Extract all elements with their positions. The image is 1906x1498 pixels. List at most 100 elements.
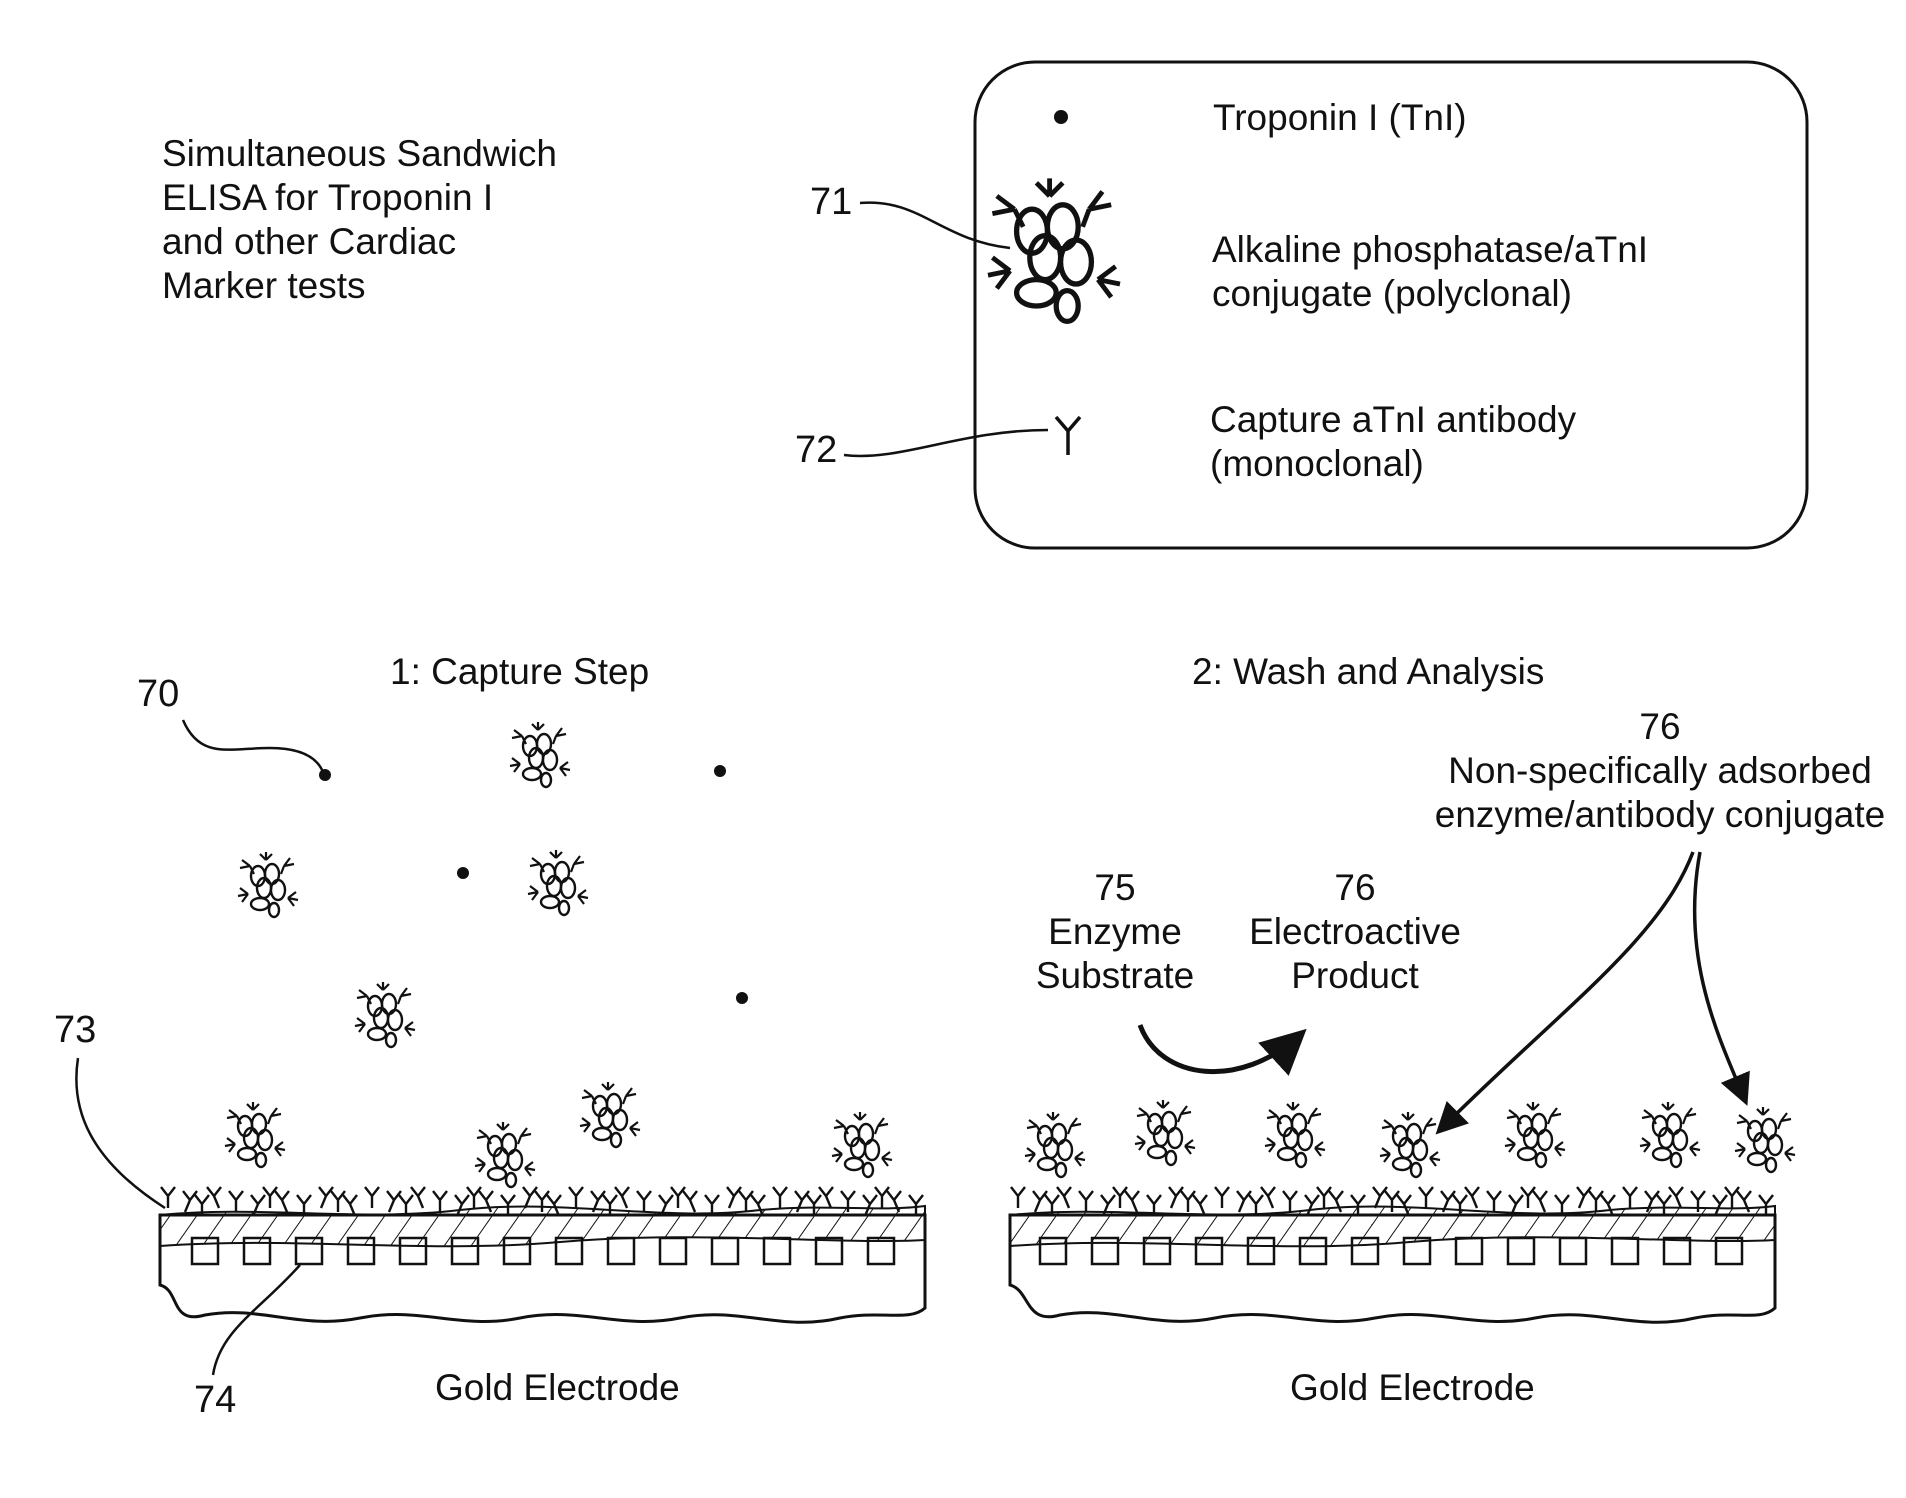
panel-1-heading: 1: Capture Step [390, 650, 649, 694]
conjugate-floating [355, 982, 415, 1047]
capture-antibody [275, 1191, 289, 1212]
leader-74 [213, 1265, 300, 1375]
legend-text: (monoclonal) [1210, 442, 1576, 486]
annotation-substrate: 75 Enzyme Substrate [1010, 866, 1220, 998]
leader-70 [183, 720, 323, 772]
capture-antibody [1589, 1191, 1603, 1212]
capture-antibody [773, 1187, 787, 1208]
capture-antibody [1237, 1191, 1251, 1212]
diagram-title: Simultaneous Sandwich ELISA for Troponin… [162, 132, 557, 308]
conjugate-bound [1735, 1107, 1795, 1172]
electrode-square [660, 1238, 686, 1264]
ref-72: 72 [795, 428, 837, 472]
conjugate-bound [1505, 1102, 1565, 1167]
capture-antibody [875, 1187, 889, 1208]
capture-antibody [1033, 1191, 1047, 1212]
capture-antibody [387, 1191, 401, 1212]
electrode-square [816, 1238, 842, 1264]
electrode-2-shape [1010, 1187, 1775, 1322]
electrode-square [1664, 1238, 1690, 1264]
ref-74: 74 [194, 1378, 236, 1422]
conjugate-bound [475, 1122, 535, 1187]
capture-antibody [1487, 1191, 1501, 1212]
capture-antibody [569, 1187, 583, 1208]
conjugate-floating [238, 852, 298, 917]
capture-antibody [229, 1191, 243, 1212]
annotation-text: Enzyme [1010, 910, 1220, 954]
capture-antibody [1725, 1187, 1739, 1208]
title-line: Marker tests [162, 264, 557, 308]
conjugate-bound [832, 1112, 892, 1177]
electrode-square [764, 1238, 790, 1264]
leader-71 [860, 203, 1010, 248]
ref-73: 73 [54, 1008, 96, 1052]
capture-antibody [343, 1195, 357, 1216]
ref-71: 71 [810, 180, 852, 224]
capture-antibody [1283, 1191, 1297, 1212]
arrow-to-conjugate-b [1695, 852, 1745, 1100]
capture-antibody [207, 1187, 221, 1208]
legend-item-troponin: Troponin I (TnI) [1213, 96, 1467, 140]
capture-antibody [727, 1187, 741, 1208]
electrode-square [1612, 1238, 1638, 1264]
legend-text: Alkaline phosphatase/aTnI [1212, 228, 1648, 272]
electrode-square [1560, 1238, 1586, 1264]
troponin-dot [319, 769, 331, 781]
legend-item-antibody: Capture aTnI antibody (monoclonal) [1210, 398, 1576, 486]
capture-antibody [1193, 1195, 1207, 1216]
capture-antibody [1669, 1187, 1683, 1208]
capture-antibody [183, 1191, 197, 1212]
conjugate-floating [528, 850, 588, 915]
capture-antibody [671, 1187, 685, 1208]
conjugate-bound [1025, 1112, 1085, 1177]
electrode-square [1508, 1238, 1534, 1264]
capture-antibody [1373, 1187, 1387, 1208]
legend-text: Troponin I (TnI) [1213, 96, 1467, 140]
capture-antibody [1533, 1191, 1547, 1212]
capture-antibody [1465, 1187, 1479, 1208]
capture-antibody [1057, 1187, 1071, 1208]
ref-70: 70 [137, 672, 179, 716]
capture-antibody [263, 1187, 277, 1208]
capture-antibody [1577, 1187, 1591, 1208]
reaction-arrow [1140, 1025, 1300, 1072]
capture-antibody [683, 1191, 697, 1212]
antibody-icon [1056, 417, 1080, 455]
capture-antibody [365, 1187, 379, 1208]
electrode-square [1456, 1238, 1482, 1264]
electrode-square [868, 1238, 894, 1264]
dot-icon [1054, 110, 1068, 124]
conjugate-bound [1135, 1100, 1195, 1165]
legend-item-conjugate: Alkaline phosphatase/aTnI conjugate (pol… [1212, 228, 1648, 316]
capture-antibody [1125, 1191, 1139, 1212]
capture-antibody [161, 1187, 175, 1208]
leader-73 [76, 1058, 165, 1208]
annotation-text: enzyme/antibody conjugate [1400, 793, 1906, 837]
electrode-2-label: Gold Electrode [1290, 1366, 1535, 1410]
title-line: and other Cardiac [162, 220, 557, 264]
capture-antibody [739, 1191, 753, 1212]
legend-text: Capture aTnI antibody [1210, 398, 1576, 442]
capture-antibody [433, 1191, 447, 1212]
electrode-square [608, 1238, 634, 1264]
annotation-ref: 75 [1010, 866, 1220, 910]
conjugate-bound [1640, 1102, 1700, 1167]
conjugate-bound [580, 1082, 640, 1147]
electrode-1-label: Gold Electrode [435, 1366, 680, 1410]
annotation-text: Non-specifically adsorbed [1400, 749, 1906, 793]
annotation-ref: 76 [1225, 866, 1485, 910]
leader-72 [844, 430, 1048, 456]
capture-antibody [1215, 1187, 1229, 1208]
conjugate-bound [225, 1102, 285, 1167]
capture-antibody [615, 1187, 629, 1208]
annotation-nonspecific: 76 Non-specifically adsorbed enzyme/anti… [1400, 705, 1906, 837]
troponin-dot [457, 867, 469, 879]
annotation-ref: 76 [1400, 705, 1906, 749]
capture-antibody [1011, 1187, 1025, 1208]
capture-antibody [1317, 1187, 1331, 1208]
conjugate-bound [1265, 1102, 1325, 1167]
electrode-1-shape [160, 1187, 925, 1322]
annotation-product: 76 Electroactive Product [1225, 866, 1485, 998]
troponin-dot [736, 992, 748, 1004]
